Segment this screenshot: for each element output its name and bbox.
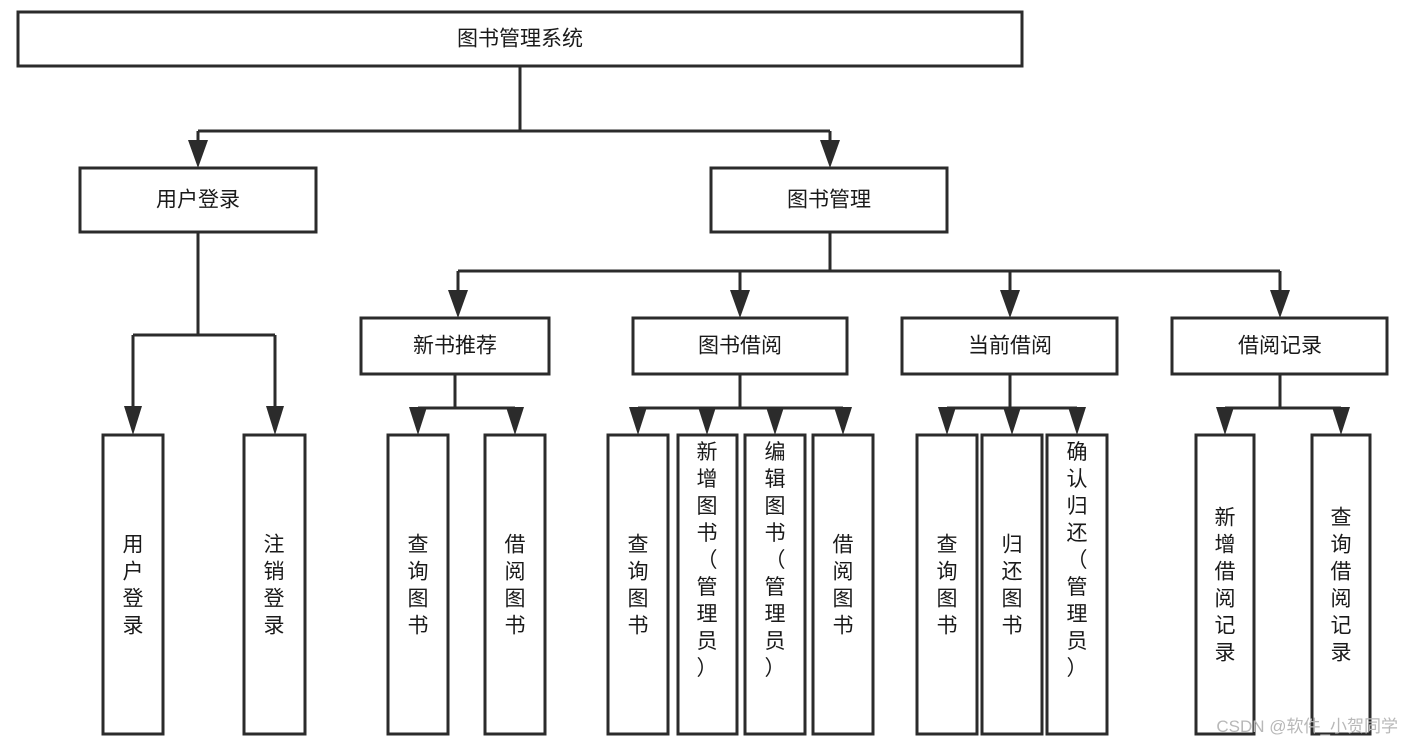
arrowhead-to-user-login <box>188 140 208 168</box>
node-box-leaf-edit-book-admin[interactable] <box>743 433 807 736</box>
node-label-leaf-borrow-book-recommend: 借阅图书 <box>505 534 526 638</box>
connector-user-login-to-leaves <box>131 232 277 412</box>
node-label-borrow-record: 借阅记录 <box>1238 335 1322 358</box>
connector-book-management-to-level3-bus <box>456 232 1282 298</box>
connector-layer <box>124 66 1350 435</box>
leaf-node-edit-book-admin[interactable]: 编辑图书（管理员） <box>743 433 807 736</box>
node-label-leaf-add-borrow-record: 新增借阅记录 <box>1215 507 1236 665</box>
node-box-leaf-query-book-current[interactable] <box>915 433 979 736</box>
node-label-leaf-edit-book-admin: 编辑图书（管理员） <box>765 441 786 680</box>
node-box-leaf-borrow-book-recommend[interactable] <box>483 433 547 736</box>
node-label-leaf-query-book-borrow: 查询图书 <box>628 534 649 638</box>
leaf-node-user-login[interactable]: 用户登录 <box>101 433 165 736</box>
arrowhead-to-book-management <box>820 140 840 168</box>
node-box-borrow-record[interactable] <box>1170 316 1389 376</box>
leaf-node-confirm-return-admin[interactable]: 确认归还（管理员） <box>1045 433 1109 736</box>
arrowhead-to-current-borrow <box>1000 290 1020 318</box>
connector-borrow-record-to-leaves <box>1223 374 1343 414</box>
node-box-leaf-borrow-book[interactable] <box>811 433 875 736</box>
arrowhead-leaf-query-book-b <box>629 407 647 435</box>
node-box-leaf-return-book[interactable] <box>980 433 1044 736</box>
node-label-leaf-borrow-book: 借阅图书 <box>833 534 854 638</box>
csdn-watermark: CSDN @软件_小贺同学 <box>1216 717 1398 736</box>
node-box-leaf-query-book-recommend[interactable] <box>386 433 450 736</box>
leaf-node-query-borrow-record[interactable]: 查询借阅记录 <box>1310 433 1372 736</box>
node-label-leaf-logout: 注销登录 <box>264 534 285 638</box>
arrowhead-leaf-confirm-return <box>1068 407 1086 435</box>
node-box-leaf-add-borrow-record[interactable] <box>1194 433 1256 736</box>
node-book-management[interactable]: 图书管理 <box>709 166 949 234</box>
node-label-book-borrow: 图书借阅 <box>698 335 782 358</box>
leaf-node-add-borrow-record[interactable]: 新增借阅记录 <box>1194 433 1256 736</box>
node-box-leaf-logout[interactable] <box>242 433 307 736</box>
leaf-node-query-book-recommend[interactable]: 查询图书 <box>386 433 450 736</box>
node-label-leaf-query-book-current: 查询图书 <box>937 534 958 638</box>
node-box-book-management[interactable] <box>709 166 949 234</box>
node-label-leaf-user-login: 用户登录 <box>123 534 144 638</box>
connector-new-book-recommend-to-leaves <box>416 374 517 414</box>
node-box-leaf-query-borrow-record[interactable] <box>1310 433 1372 736</box>
node-label-leaf-return-book: 归还图书 <box>1002 534 1023 638</box>
node-borrow-record[interactable]: 借阅记录 <box>1170 316 1389 376</box>
arrowhead-leaf-borrow-book-a <box>506 407 524 435</box>
arrowhead-to-book-borrow <box>730 290 750 318</box>
leaf-node-return-book[interactable]: 归还图书 <box>980 433 1044 736</box>
arrowhead-to-borrow-record <box>1270 290 1290 318</box>
node-label-leaf-query-book-recommend: 查询图书 <box>408 534 429 638</box>
node-user-login[interactable]: 用户登录 <box>78 166 318 234</box>
arrowhead-leaf-logout <box>266 406 284 435</box>
node-label-leaf-query-borrow-record: 查询借阅记录 <box>1331 507 1352 665</box>
arrowhead-leaf-query-book-a <box>409 407 427 435</box>
node-label-root: 图书管理系统 <box>457 28 583 51</box>
arrowhead-leaf-user-login <box>124 406 142 435</box>
arrowhead-leaf-add-book <box>698 407 716 435</box>
arrowhead-leaf-borrow-book-b <box>834 407 852 435</box>
leaf-node-logout[interactable]: 注销登录 <box>242 433 307 736</box>
node-label-leaf-add-book-admin: 新增图书（管理员） <box>697 441 718 680</box>
leaf-node-borrow-book-recommend[interactable]: 借阅图书 <box>483 433 547 736</box>
node-label-new-book-recommend: 新书推荐 <box>413 335 497 358</box>
node-label-book-management: 图书管理 <box>787 189 871 212</box>
arrowhead-leaf-edit-book <box>766 407 784 435</box>
leaf-node-add-book-admin[interactable]: 新增图书（管理员） <box>676 433 739 736</box>
connector-root-to-level2-bus <box>196 66 832 148</box>
leaf-node-borrow-book[interactable]: 借阅图书 <box>811 433 875 736</box>
arrowhead-leaf-query-book-c <box>938 407 956 435</box>
arrowhead-leaf-add-borrow-record <box>1216 407 1234 435</box>
leaf-node-query-book-borrow[interactable]: 查询图书 <box>606 433 670 736</box>
node-box-root[interactable] <box>16 10 1024 68</box>
node-box-leaf-add-book-admin[interactable] <box>676 433 739 736</box>
node-new-book-recommend[interactable]: 新书推荐 <box>359 316 551 376</box>
node-box-leaf-query-book-borrow[interactable] <box>606 433 670 736</box>
node-box-current-borrow[interactable] <box>900 316 1119 376</box>
node-box-book-borrow[interactable] <box>631 316 849 376</box>
arrowhead-leaf-query-borrow-record <box>1332 407 1350 435</box>
node-box-user-login[interactable] <box>78 166 318 234</box>
arrowhead-to-new-book-recommend <box>448 290 468 318</box>
node-label-user-login: 用户登录 <box>156 189 240 212</box>
node-box-leaf-confirm-return-admin[interactable] <box>1045 433 1109 736</box>
node-label-leaf-confirm-return-admin: 确认归还（管理员） <box>1067 441 1088 680</box>
arrowhead-leaf-return-book <box>1003 407 1021 435</box>
node-current-borrow[interactable]: 当前借阅 <box>900 316 1119 376</box>
node-book-borrow[interactable]: 图书借阅 <box>631 316 849 376</box>
leaf-node-query-book-current[interactable]: 查询图书 <box>915 433 979 736</box>
node-root-library-system[interactable]: 图书管理系统 <box>16 10 1024 68</box>
node-label-current-borrow: 当前借阅 <box>968 335 1052 358</box>
node-box-leaf-user-login[interactable] <box>101 433 165 736</box>
connector-book-borrow-to-leaves <box>636 374 845 414</box>
node-box-new-book-recommend[interactable] <box>359 316 551 376</box>
